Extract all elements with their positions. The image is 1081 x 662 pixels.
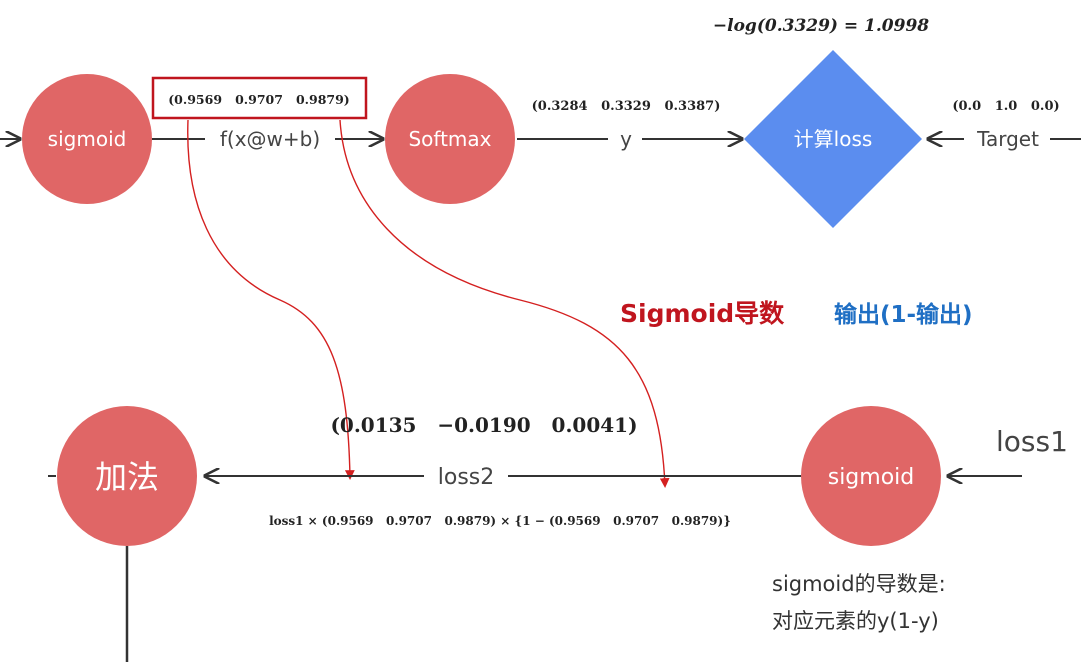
sigmoid-node-bottom — [801, 406, 941, 546]
derivative-formula: loss1 × (0.9569 0.9707 0.9879) × {1 − (0… — [269, 514, 731, 528]
derivative-curve-left — [187, 119, 355, 480]
loss-diamond — [744, 50, 922, 228]
softmax-output-vector: (0.3284 0.3329 0.3387) — [532, 99, 721, 114]
edge-label-target: Target — [976, 127, 1039, 151]
loss1-label: loss1 — [996, 425, 1068, 458]
sigmoid-node-top — [22, 74, 152, 204]
edge-label-loss2: loss2 — [438, 465, 495, 490]
sigmoid-output-vector: (0.9569 0.9707 0.9879) — [168, 92, 349, 107]
loss-value: −log(0.3329) = 1.0998 — [713, 16, 929, 36]
sigmoid-node-bottom-label: sigmoid — [828, 465, 915, 490]
sigmoid-node-top-label: sigmoid — [48, 127, 127, 151]
edge-label-y: y — [620, 127, 632, 151]
edge-label-fx: f(x@w+b) — [220, 127, 320, 151]
note-line-2: 对应元素的y(1-y) — [772, 609, 939, 633]
gradient-vector: (0.0135 −0.0190 0.0041) — [330, 413, 637, 437]
softmax-node-label: Softmax — [408, 127, 491, 151]
derivative-curve-right — [339, 119, 670, 488]
target-vector: (0.0 1.0 0.0) — [952, 99, 1059, 114]
add-node — [57, 406, 197, 546]
output-formula-heading: 输出(1-输出) — [834, 301, 973, 328]
sigmoid-output-highlight-box — [151, 76, 368, 120]
sigmoid-derivative-heading: Sigmoid导数 — [620, 299, 785, 328]
loss-diamond-label: 计算loss — [794, 127, 873, 151]
softmax-node — [385, 74, 515, 204]
note-line-1: sigmoid的导数是: — [772, 572, 946, 596]
add-node-label: 加法 — [95, 458, 159, 496]
